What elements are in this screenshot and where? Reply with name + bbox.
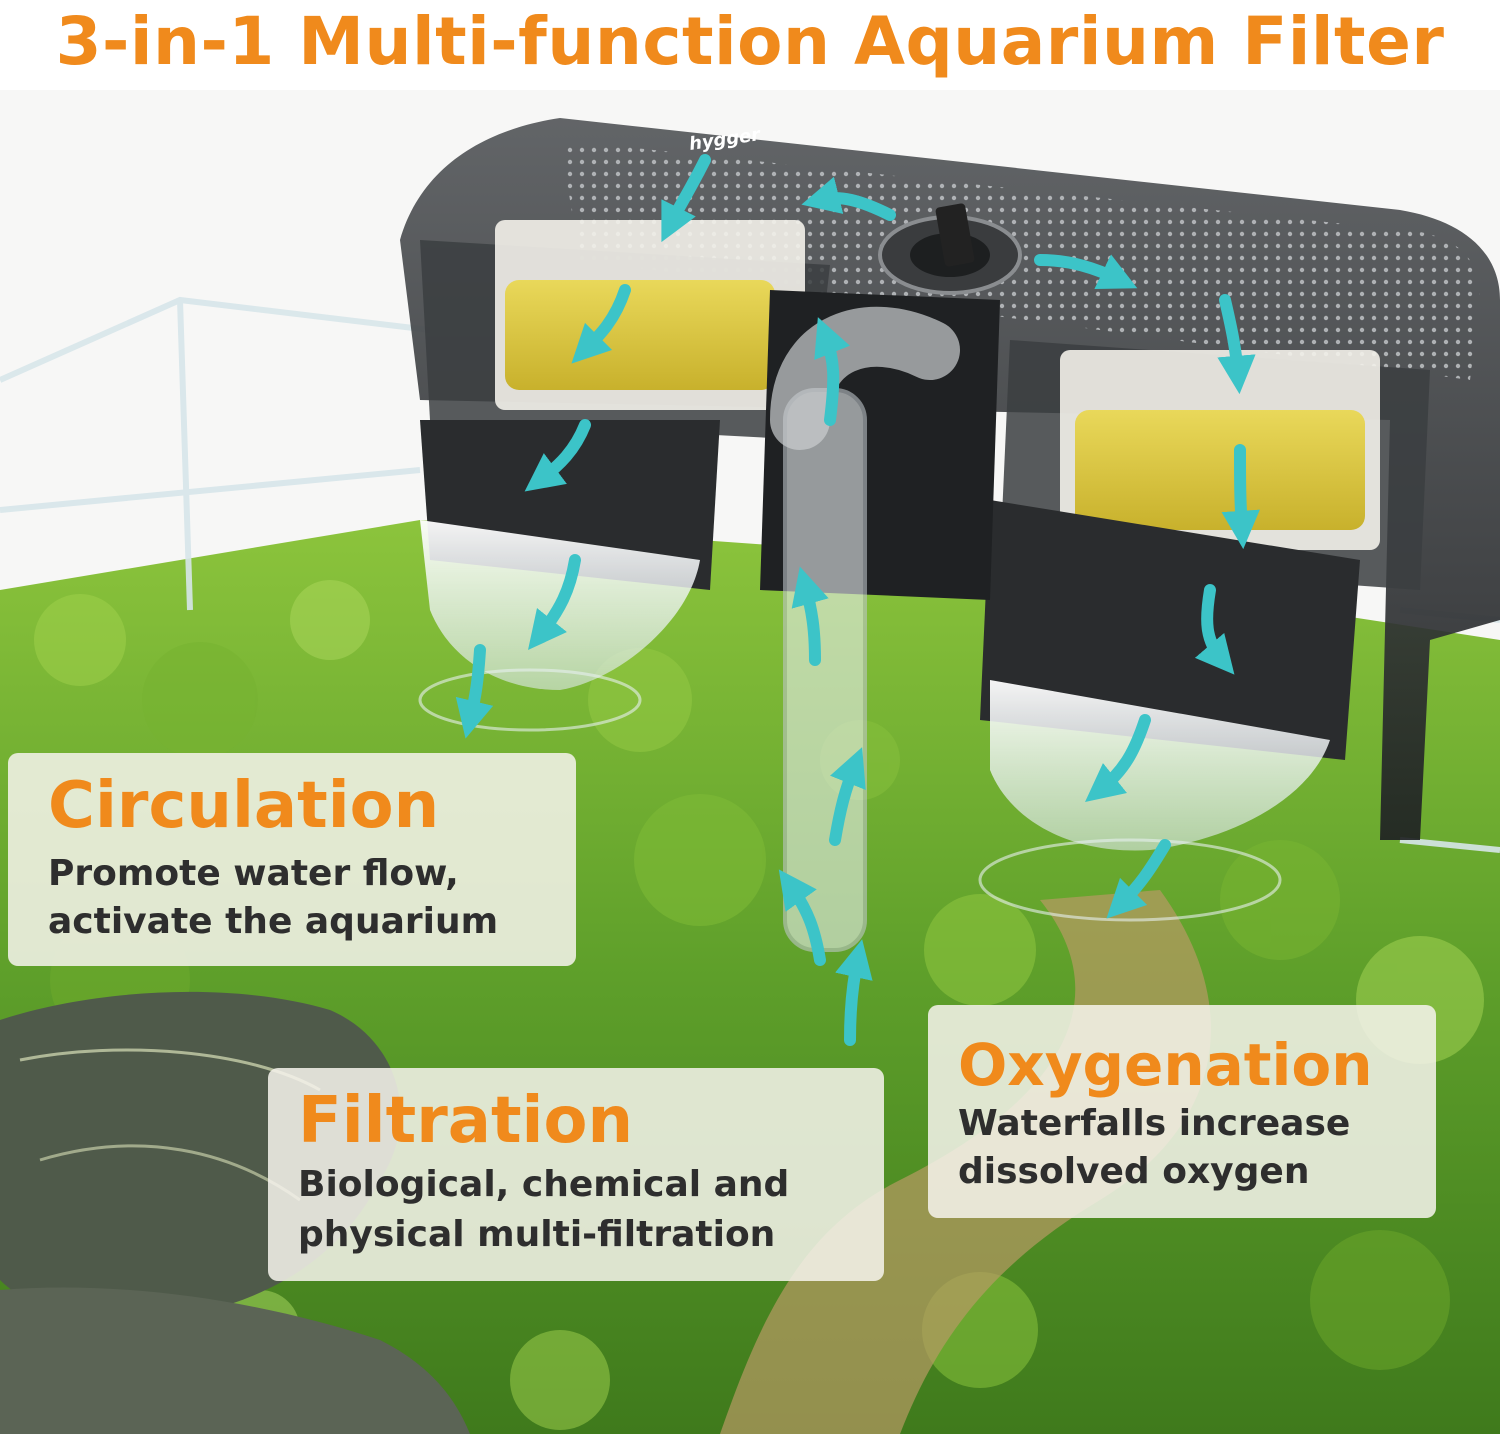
circulation-panel: Circulation Promote water flow, activate… [8,753,576,966]
oxygenation-desc-line1: Waterfalls increase [958,1103,1351,1144]
oxygenation-panel: Oxygenation Waterfalls increase dissolve… [928,1005,1436,1218]
filtration-title: Filtration [298,1084,633,1158]
oxygenation-title: Oxygenation [958,1031,1373,1099]
ripples [978,838,1282,922]
circulation-desc-line2: activate the aquarium [48,901,499,942]
filtration-panel: Filtration Biological, chemical and phys… [268,1068,884,1281]
waterfall-right [990,680,1330,851]
circulation-title: Circulation [48,769,440,843]
flow-arrows [455,154,1260,1046]
page-title: 3-in-1 Multi-function Aquarium Filter [55,3,1445,80]
oxygenation-desc-line2: dissolved oxygen [958,1151,1310,1192]
circulation-desc-line1: Promote water flow, [48,853,459,894]
filtration-desc-line1: Biological, chemical and [298,1164,790,1205]
rock-bottom [0,1287,470,1434]
filtration-desc-line2: physical multi-filtration [298,1214,776,1255]
